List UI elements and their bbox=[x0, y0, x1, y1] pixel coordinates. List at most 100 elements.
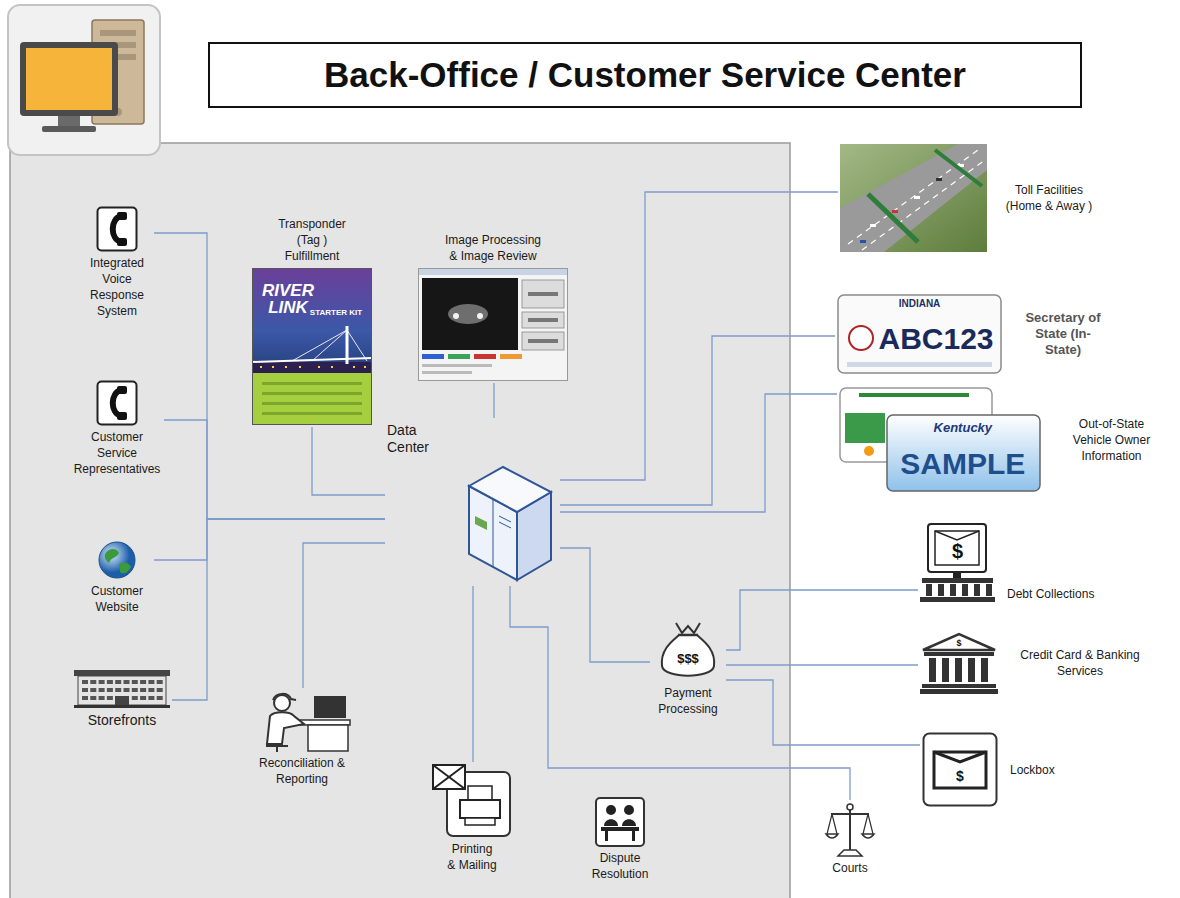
building-column bbox=[986, 584, 992, 596]
store-window bbox=[90, 680, 96, 684]
node-label: Reconciliation & Reporting bbox=[257, 755, 347, 787]
envelope-flap bbox=[935, 531, 979, 540]
bridge-deck bbox=[252, 358, 372, 362]
plate-crop bbox=[522, 332, 564, 350]
plate-node: Out-of-State Vehicle Owner Information bbox=[837, 385, 1161, 494]
store-window bbox=[107, 696, 113, 700]
bank-step bbox=[922, 684, 996, 688]
storefront-node: Storefronts bbox=[72, 668, 172, 731]
bag-top bbox=[676, 623, 700, 633]
node-label: Lockbox bbox=[1010, 762, 1055, 778]
title-text: Back-Office / Customer Service Center bbox=[324, 55, 966, 95]
connector-line bbox=[560, 548, 650, 662]
server-vent bbox=[499, 522, 511, 528]
store-window bbox=[148, 680, 154, 684]
courts-node: Courts bbox=[824, 800, 876, 878]
monitor-frame bbox=[20, 42, 118, 116]
website-node: Customer Website bbox=[80, 538, 154, 617]
vehicle-shape bbox=[448, 304, 488, 324]
envelope bbox=[934, 752, 986, 788]
building-column bbox=[962, 584, 968, 596]
printer-tray bbox=[465, 818, 495, 825]
dispute-icon bbox=[595, 797, 645, 847]
figure-head bbox=[624, 805, 634, 815]
headlight bbox=[477, 313, 483, 319]
store-window bbox=[157, 688, 163, 692]
node-label: Secretary of State (In-State) bbox=[1018, 310, 1108, 358]
globe-icon bbox=[97, 540, 137, 580]
envelope bbox=[935, 531, 979, 565]
city-light bbox=[260, 366, 262, 368]
connector-line bbox=[472, 586, 473, 762]
phone-node: Customer Service Representatives bbox=[70, 378, 164, 479]
poster-border bbox=[253, 269, 372, 425]
poster-green bbox=[252, 373, 372, 425]
node-label: Printing & Mailing bbox=[447, 841, 498, 873]
envelope-cross bbox=[433, 765, 465, 789]
window-frame bbox=[419, 269, 568, 381]
node-label: Debt Collections bbox=[1007, 586, 1094, 602]
monitor-stand bbox=[42, 126, 96, 132]
headlight bbox=[453, 313, 459, 319]
printer-icon bbox=[432, 764, 512, 838]
server-label bbox=[475, 516, 487, 530]
person-icon bbox=[252, 690, 352, 752]
license-plate bbox=[838, 295, 1001, 373]
camera-image bbox=[422, 278, 518, 350]
city-light bbox=[318, 366, 320, 368]
phone-earpiece bbox=[117, 212, 127, 220]
vehicle bbox=[936, 178, 942, 181]
plate-logo bbox=[849, 326, 873, 350]
node-label: Storefronts bbox=[88, 711, 156, 729]
printer-body bbox=[460, 800, 500, 818]
store-window bbox=[140, 680, 146, 684]
lockbox-node: Lockbox bbox=[920, 730, 1057, 809]
person-body bbox=[267, 712, 304, 744]
bank-column bbox=[981, 658, 988, 682]
store-window bbox=[107, 688, 113, 692]
indiana-icon bbox=[837, 294, 1002, 374]
connector-line bbox=[164, 420, 385, 519]
lane-marking bbox=[848, 150, 978, 244]
sign-post bbox=[953, 572, 961, 578]
connector-line bbox=[560, 336, 835, 505]
building-column bbox=[950, 584, 956, 596]
landscape bbox=[840, 144, 987, 252]
sign-frame bbox=[928, 524, 986, 572]
tag-kit-node: Transponder (Tag ) Fulfillment bbox=[250, 214, 374, 427]
computer-icon bbox=[8, 5, 160, 155]
debt-icon bbox=[920, 522, 995, 602]
debt-node: Debt Collections bbox=[918, 520, 1096, 604]
phone-icon bbox=[96, 206, 138, 252]
store-roof bbox=[74, 670, 170, 676]
vehicle bbox=[860, 240, 866, 243]
highway-icon bbox=[840, 144, 987, 252]
scale-base bbox=[838, 850, 862, 856]
connector-line bbox=[303, 543, 385, 688]
table bbox=[601, 827, 639, 831]
store-window bbox=[132, 696, 138, 700]
scales-icon bbox=[826, 802, 874, 857]
connector-line bbox=[560, 394, 837, 512]
bank-column bbox=[942, 658, 949, 682]
form-line bbox=[422, 371, 472, 374]
toll-gantry bbox=[935, 150, 982, 186]
bank-beam bbox=[924, 652, 994, 656]
store-window bbox=[90, 696, 96, 700]
florida-band bbox=[859, 393, 969, 397]
connector-line bbox=[726, 664, 918, 665]
plate-crop-detail bbox=[528, 339, 558, 343]
bank-base bbox=[920, 689, 998, 694]
bank-node: Credit Card & Banking Services bbox=[918, 630, 1152, 696]
scale-hanger bbox=[827, 814, 837, 834]
phone-icon bbox=[96, 380, 138, 426]
globe-land bbox=[119, 563, 131, 574]
data-center-node: Data Center bbox=[385, 418, 560, 586]
phone-node: Integrated Voice Response System bbox=[80, 204, 154, 321]
store-window bbox=[99, 696, 105, 700]
kentucky-plate bbox=[887, 415, 1040, 491]
store-window bbox=[82, 696, 88, 700]
building-column bbox=[974, 584, 980, 596]
store-window bbox=[124, 680, 130, 684]
store-window bbox=[107, 680, 113, 684]
